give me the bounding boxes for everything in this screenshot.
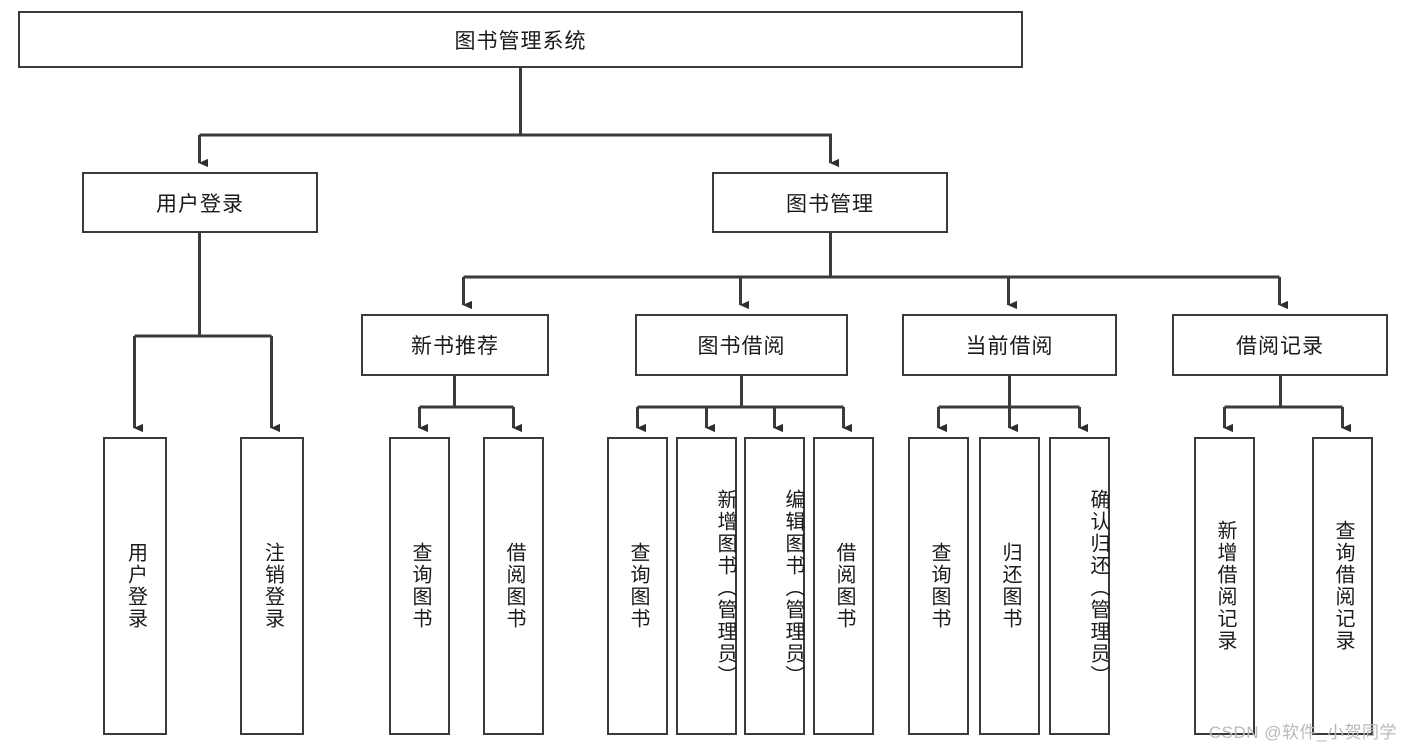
node-root[interactable]: 图书管理系统 [18, 11, 1023, 68]
node-book-borrow-label: 图书借阅 [697, 335, 786, 358]
node-leaf-add-book-admin[interactable]: 新增图书（管理员） [676, 437, 737, 735]
node-leaf-query-book-nb[interactable]: 查询图书 [389, 437, 450, 735]
node-leaf-confirm-return-admin[interactable]: 确认归还（管理员） [1049, 437, 1110, 735]
node-borrow-record[interactable]: 借阅记录 [1172, 314, 1388, 376]
node-new-book-recommend[interactable]: 新书推荐 [361, 314, 549, 376]
node-leaf-add-borrow-record[interactable]: 新增借阅记录 [1194, 437, 1255, 735]
node-book-borrow[interactable]: 图书借阅 [635, 314, 848, 376]
node-leaf-edit-book-admin[interactable]: 编辑图书（管理员） [744, 437, 805, 735]
node-book-manage[interactable]: 图书管理 [712, 172, 948, 233]
node-borrow-record-label: 借阅记录 [1236, 335, 1324, 358]
node-root-label: 图书管理系统 [454, 29, 587, 53]
node-leaf-logout-login[interactable]: 注销登录 [240, 437, 304, 735]
node-leaf-query-book-cb[interactable]: 查询图书 [908, 437, 969, 735]
node-book-manage-label: 图书管理 [786, 192, 874, 216]
node-current-borrow-label: 当前借阅 [965, 335, 1054, 358]
node-user-login[interactable]: 用户登录 [82, 172, 318, 233]
node-leaf-query-book-bb[interactable]: 查询图书 [607, 437, 668, 735]
node-leaf-borrow-book-nb[interactable]: 借阅图书 [483, 437, 544, 735]
node-leaf-return-book[interactable]: 归还图书 [979, 437, 1040, 735]
node-user-login-label: 用户登录 [156, 192, 244, 216]
watermark: CSDN @软件_小贺同学 [1208, 723, 1397, 742]
node-leaf-borrow-book-bb[interactable]: 借阅图书 [813, 437, 874, 735]
node-current-borrow[interactable]: 当前借阅 [902, 314, 1117, 376]
node-leaf-user-login[interactable]: 用户登录 [103, 437, 167, 735]
node-new-book-recommend-label: 新书推荐 [411, 335, 499, 358]
node-leaf-query-borrow-record[interactable]: 查询借阅记录 [1312, 437, 1373, 735]
